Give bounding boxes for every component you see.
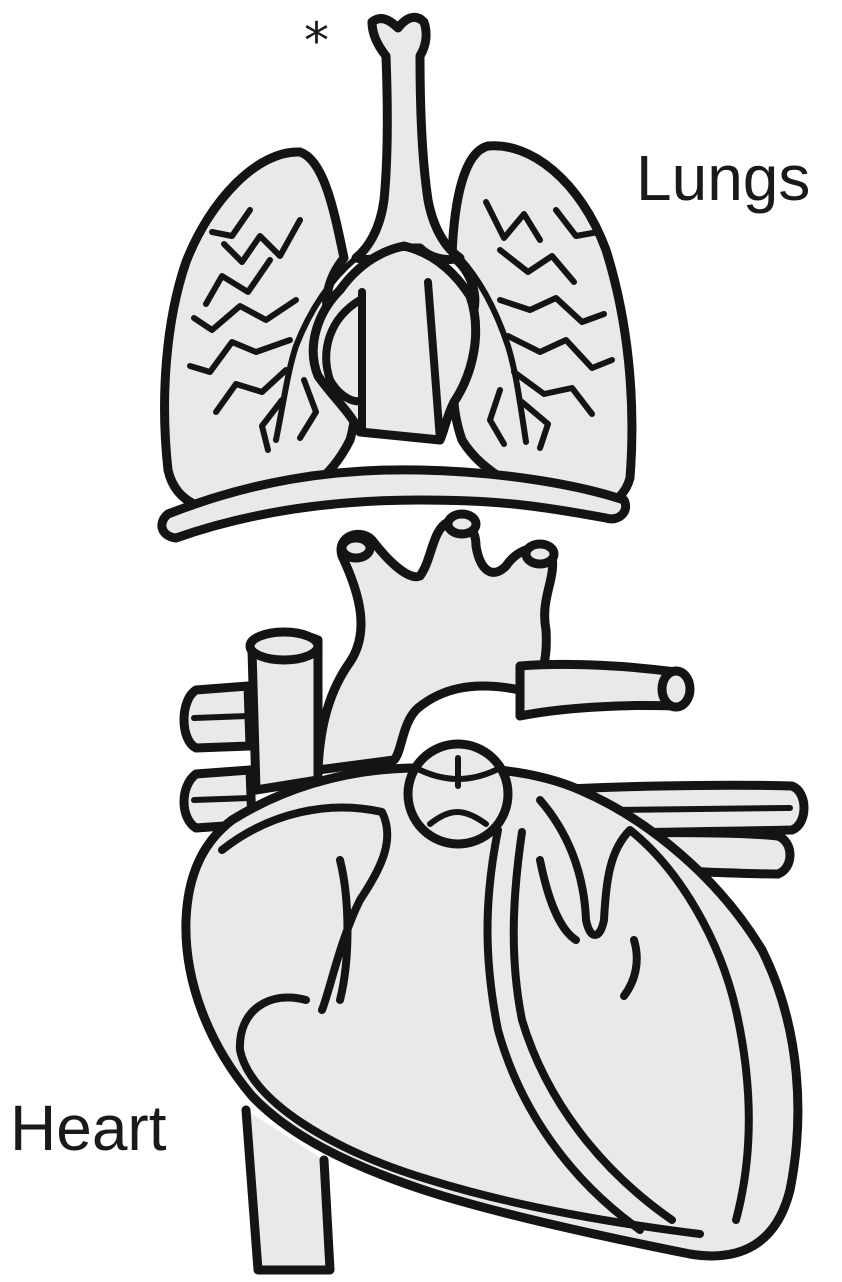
heart-label: Heart: [10, 1096, 167, 1160]
pulmonary-artery-right-opening: [662, 671, 690, 707]
heart-drawing: [184, 514, 804, 1270]
aorta-branch-3-opening: [526, 544, 554, 564]
trachea: [356, 17, 460, 259]
aorta-branch-1-opening: [342, 538, 370, 558]
lungs-label: Lungs: [636, 146, 810, 210]
asterisk-marker: *: [304, 16, 329, 66]
pulmonary-artery-right: [520, 664, 676, 716]
aorta-branch-2-opening: [448, 514, 476, 534]
lungs-drawing: [162, 17, 632, 538]
superior-vena-cava-opening: [250, 632, 318, 660]
